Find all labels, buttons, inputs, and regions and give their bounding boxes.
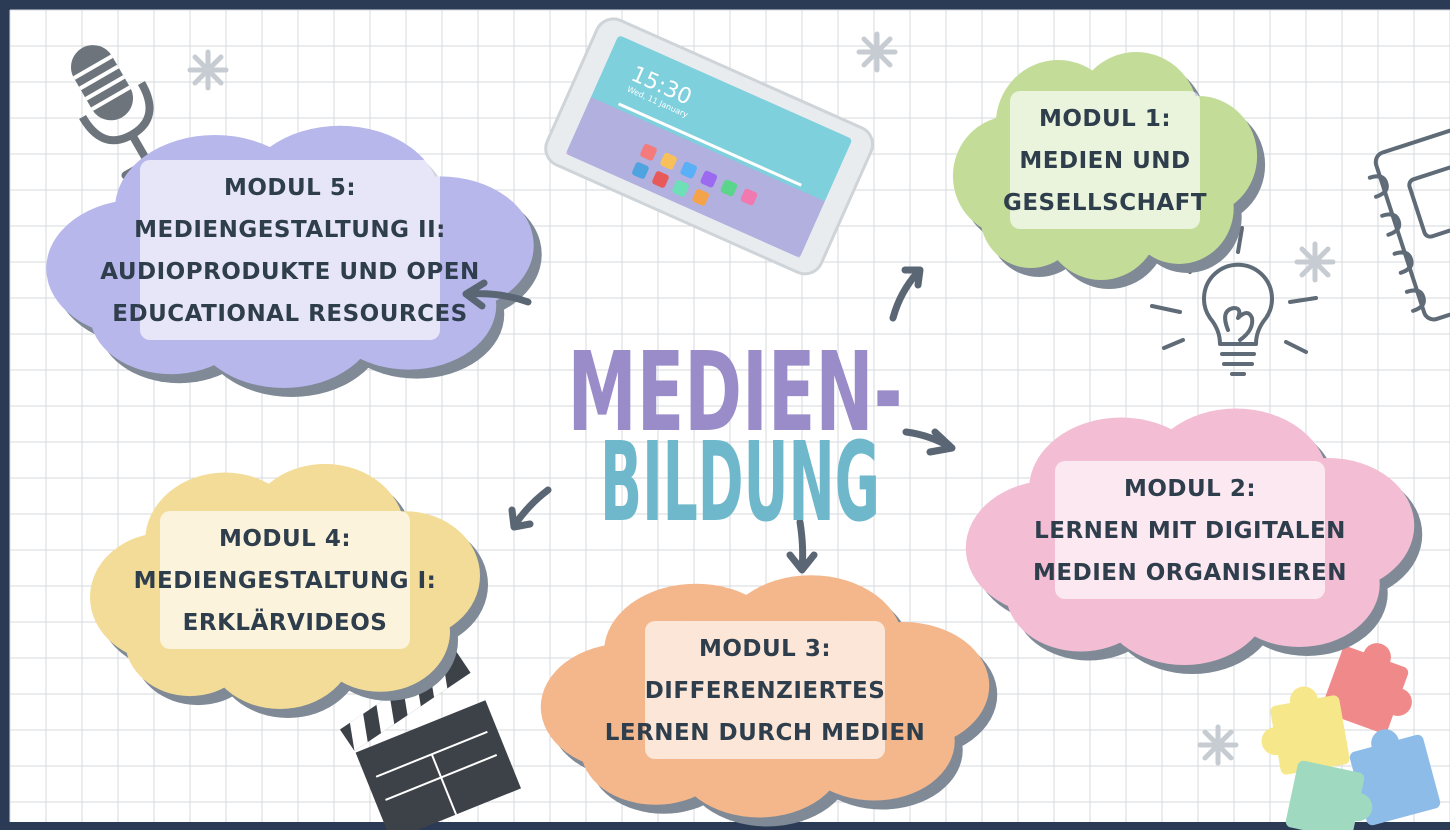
cloud-modul1: MODUL 1: MEDIEN UND GESELLSCHAFT — [952, 52, 1266, 289]
arrow-to-modul5 — [462, 279, 532, 310]
modul3-line-1: MODUL 3: — [699, 636, 831, 662]
modul4-line-1: MODUL 4: — [219, 526, 351, 552]
arrow-to-modul2 — [902, 428, 956, 456]
modul2-line-2: LERNEN MIT DIGITALEN — [1034, 518, 1346, 544]
puzzle-icon — [1261, 643, 1441, 830]
modul4-line-2: MEDIENGESTALTUNG I: — [134, 568, 437, 594]
arrow-to-modul1 — [889, 266, 924, 322]
modul1-line-2: MEDIEN UND — [1019, 148, 1190, 174]
modul3-line-2: DIFFERENZIERTES — [645, 678, 886, 704]
modul5-line-1: MODUL 5: — [224, 175, 356, 201]
cloud-modul4: MODUL 4: MEDIENGESTALTUNG I: ERKLÄRVIDEOS — [90, 463, 488, 718]
modul2-line-3: MEDIEN ORGANISIEREN — [1033, 560, 1347, 586]
module-clouds: MODUL 1: MEDIEN UND GESELLSCHAFT MODUL 2: LE… — [46, 52, 1423, 827]
title-line-bildung: BILDUNG — [600, 418, 880, 546]
modul5-line-4: EDUCATIONAL RESOURCES — [112, 301, 467, 327]
central-title: MEDIEN- BILDUNG — [568, 328, 903, 546]
arrow-to-modul4 — [508, 486, 552, 531]
modul1-line-3: GESELLSCHAFT — [1003, 190, 1207, 216]
modul5-line-2: MEDIENGESTALTUNG II: — [134, 217, 446, 243]
cloud-modul5: MODUL 5: MEDIENGESTALTUNG II: AUDIOPRODUKT… — [46, 125, 542, 398]
modul2-line-1: MODUL 2: — [1124, 476, 1256, 502]
cloud-modul3: MODUL 3: DIFFERENZIERTES LERNEN DURCH MEDI… — [540, 575, 998, 827]
cloud-modul2: MODUL 2: LERNEN MIT DIGITALEN MEDIEN ORGAN… — [965, 408, 1423, 674]
connector-arrows — [462, 266, 956, 574]
lightbulb-icon — [1150, 226, 1318, 376]
title-line-medien: MEDIEN- — [568, 328, 903, 456]
modul1-line-1: MODUL 1: — [1039, 106, 1171, 132]
modul5-line-3: AUDIOPRODUKTE UND OPEN — [100, 259, 479, 285]
modul4-line-3: ERKLÄRVIDEOS — [183, 608, 388, 636]
arrow-to-modul3 — [786, 518, 818, 574]
tablet-icon: 15:30 Wed, 11 January — [544, 17, 875, 276]
notebook-icon — [1367, 119, 1450, 322]
modul3-line-3: LERNEN DURCH MEDIEN — [605, 720, 926, 746]
